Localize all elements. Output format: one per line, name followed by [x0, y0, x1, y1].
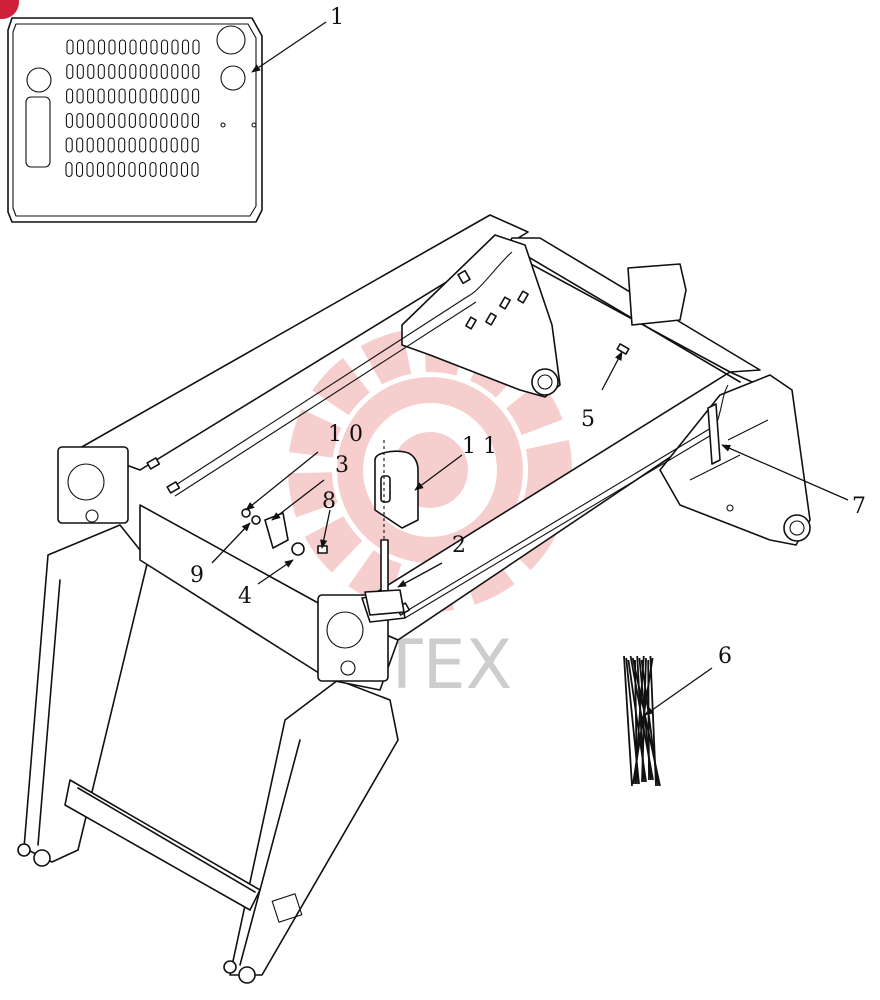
cable-tie [623, 655, 633, 787]
cable-tie [641, 657, 647, 783]
panel-slot [107, 161, 115, 178]
callout-leaders [211, 21, 849, 716]
panel-slot [159, 161, 168, 178]
panel-slot [150, 39, 158, 55]
panel-slot [66, 39, 74, 55]
callout-7: 7 [852, 494, 866, 519]
panel-slot [108, 39, 116, 55]
callout-5: 5 [581, 407, 595, 432]
panel-slot [160, 137, 168, 153]
callout-8: 8 [322, 489, 336, 514]
panel-slot [192, 63, 200, 80]
panel-slot [139, 63, 147, 80]
panel-slot [108, 63, 116, 80]
control-panel-plate [7, 17, 263, 223]
panel-slot [65, 161, 73, 178]
callout-10: 1 0 [328, 422, 363, 447]
panel-slot [76, 88, 84, 104]
panel-slot [86, 137, 94, 153]
panel-slot [118, 63, 126, 80]
panel-slot [171, 88, 179, 104]
panel-slot [97, 137, 105, 153]
panel-slot [97, 112, 105, 129]
panel-slot [128, 137, 136, 153]
panel-slot [128, 112, 136, 129]
panel-slot [160, 112, 168, 129]
panel-slot [192, 88, 200, 104]
panel-slot [171, 39, 179, 55]
panel-slot [76, 39, 85, 55]
panel-slot [87, 63, 95, 80]
panel-slot [66, 63, 74, 80]
panel-slot [118, 39, 127, 55]
panel-slot [118, 112, 126, 129]
panel-slot [97, 39, 106, 55]
panel-slot [181, 137, 189, 153]
panel-slot [139, 137, 147, 153]
panel-slot [129, 88, 137, 104]
panel-slot [149, 112, 157, 129]
panel-slot [129, 39, 137, 55]
panel-slot [65, 112, 73, 129]
panel-slot [97, 63, 105, 80]
panel-slot [191, 137, 199, 153]
panel-slot [150, 88, 158, 104]
panel-slot [170, 161, 178, 178]
panel-slot [86, 161, 94, 178]
panel-slot [129, 63, 137, 80]
corner-badge [0, 0, 19, 19]
small-parts [241, 440, 661, 787]
panel-slot [149, 137, 157, 153]
panel-slot [170, 137, 178, 153]
panel-slot [76, 137, 84, 153]
panel-slot [65, 137, 73, 153]
panel-slot [138, 161, 147, 178]
callout-3: 3 [335, 453, 349, 478]
panel-slot [191, 112, 199, 129]
cable-tie [632, 657, 654, 785]
panel-slot [180, 161, 189, 178]
panel-slot [75, 161, 84, 178]
panel-slot [107, 112, 115, 129]
callout-11: 1 1 [462, 434, 497, 459]
panel-slot [76, 112, 84, 129]
panel-slot [97, 88, 105, 104]
panel-slot [117, 161, 126, 178]
panel-slot [118, 88, 126, 104]
panel-slot [171, 63, 179, 80]
panel-slot [181, 63, 189, 80]
panel-slot [170, 112, 178, 129]
panel-slot [181, 39, 190, 55]
panel-slot [76, 63, 84, 80]
panel-slot [87, 39, 95, 55]
panel-slot [149, 161, 157, 178]
callout-9: 9 [190, 563, 204, 588]
panel-slot [96, 161, 105, 178]
panel-slot [128, 161, 136, 178]
loader-frame [17, 214, 811, 984]
callout-1: 1 [330, 5, 344, 30]
panel-slot [87, 88, 95, 104]
panel-slot [108, 88, 116, 104]
cable-tie [649, 655, 657, 787]
panel-slot [139, 112, 147, 129]
panel-slot [139, 88, 147, 104]
panel-slot [107, 137, 115, 153]
panel-slot [160, 63, 168, 80]
panel-slot [160, 39, 169, 55]
panel-slot [150, 63, 158, 80]
panel-slot [191, 161, 199, 178]
panel-slot [86, 112, 94, 129]
panel-slot [192, 39, 200, 55]
callout-4: 4 [238, 584, 252, 609]
callout-2: 2 [452, 533, 466, 558]
panel-slot [66, 88, 74, 104]
panel-slot [139, 39, 148, 55]
panel-slot [160, 88, 168, 104]
panel-slot [181, 88, 189, 104]
callout-6: 6 [718, 644, 732, 669]
panel-slot [181, 112, 189, 129]
panel-slot [118, 137, 126, 153]
